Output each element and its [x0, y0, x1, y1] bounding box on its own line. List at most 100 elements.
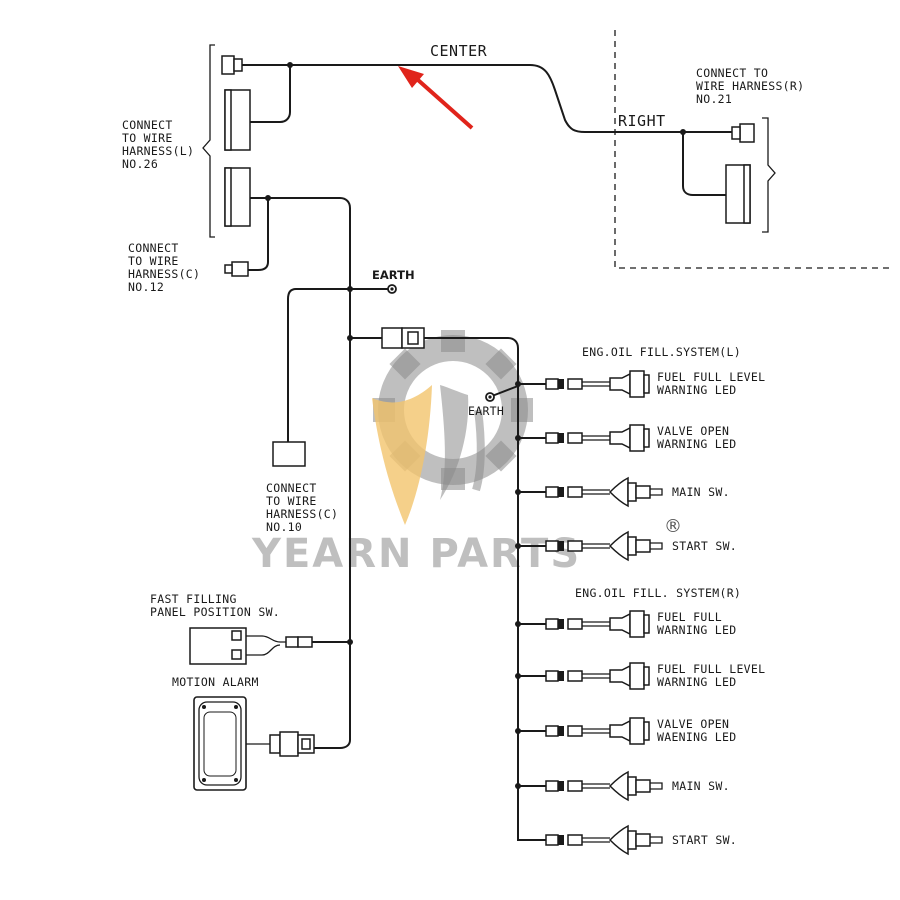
motion-alarm-section: MOTION ALARM	[172, 675, 315, 791]
component-label: WARNING LED	[657, 675, 736, 689]
component-label: MAIN SW.	[672, 485, 730, 499]
switch-housing	[608, 530, 629, 562]
component-label: START SW.	[672, 539, 737, 553]
plug-female	[567, 618, 583, 630]
connector-fast-filling	[297, 636, 313, 648]
label-c10-4: NO.10	[266, 520, 302, 534]
plug-male	[545, 834, 559, 846]
component-label: WARNING LED	[657, 383, 736, 397]
connector-r-top	[739, 123, 755, 143]
toggle-switch-icon	[635, 539, 651, 553]
label-c12-2: TO WIRE	[128, 254, 179, 268]
connector-c12	[231, 261, 249, 277]
right-harness: RIGHT CONNECT TO WIRE HARNESS(R) NO.21	[614, 30, 893, 269]
label-right: RIGHT	[618, 112, 666, 130]
plug-male	[545, 432, 559, 444]
label-fast-filling-1: FAST FILLING	[150, 592, 237, 606]
center-harness: CENTER CONNECT TO WIRE HARNESS(L) NO.26 …	[122, 42, 740, 749]
component-label: FUEL FULL LEVEL	[657, 662, 765, 676]
component-label: WAENING LED	[657, 730, 736, 744]
switch-housing	[608, 770, 629, 802]
plug-female	[567, 378, 583, 390]
component-label: WARNING LED	[657, 623, 736, 637]
label-harness-r-1: CONNECT TO	[696, 66, 768, 80]
label-harness-r-2: WIRE HARNESS(R)	[696, 79, 804, 93]
component-row-l-2: MAIN SW.	[515, 476, 730, 508]
label-c10-3: HARNESS(C)	[266, 507, 338, 521]
component-label: WARNING LED	[657, 437, 736, 451]
watermark-logo: YEARN PARTS ®	[251, 330, 682, 577]
watermark-text: YEARN PARTS	[251, 531, 581, 577]
plug-male	[545, 670, 559, 682]
warning-led-icon	[629, 662, 645, 690]
led-housing	[609, 372, 631, 396]
earth-section: EARTH CONNECT TO WIRE HARNESS(C) NO.10	[266, 268, 415, 534]
plug-male	[545, 486, 559, 498]
plug-male	[545, 618, 559, 630]
plug-female	[567, 670, 583, 682]
connector-top	[221, 55, 235, 75]
label-c10-1: CONNECT	[266, 481, 317, 495]
fast-filling-section: FAST FILLING PANEL POSITION SW.	[150, 592, 353, 665]
label-c12-4: NO.12	[128, 280, 164, 294]
label-harness-l-2: TO WIRE	[122, 131, 173, 145]
component-label: MAIN SW.	[672, 779, 730, 793]
led-housing	[609, 426, 631, 450]
connector-c10	[272, 441, 306, 467]
label-system-r: ENG.OIL FILL. SYSTEM(R)	[575, 586, 741, 600]
component-label: FUEL FULL LEVEL	[657, 370, 765, 384]
toggle-switch-icon	[635, 485, 651, 499]
label-fast-filling-2: PANEL POSITION SW.	[150, 605, 280, 619]
warning-led-icon	[629, 610, 645, 638]
led-housing	[609, 612, 631, 636]
component-row-r-3: MAIN SW.	[515, 770, 730, 802]
plug-male	[545, 725, 559, 737]
component-row-l-3: START SW.	[515, 530, 737, 562]
plug-male	[545, 780, 559, 792]
switch-housing	[608, 476, 629, 508]
plug-female	[567, 834, 583, 846]
label-harness-l-3: HARNESS(L)	[122, 144, 194, 158]
bracket-harness-r	[762, 117, 776, 233]
plug-female	[567, 432, 583, 444]
plug-male	[545, 378, 559, 390]
component-label: VALVE OPEN	[657, 424, 729, 438]
registered-mark: ®	[664, 516, 682, 537]
label-harness-r-3: NO.21	[696, 92, 732, 106]
plug-female	[567, 486, 583, 498]
main-bus: EARTH ENG.OIL FILL.SYSTEM(L) ENG.OIL FIL…	[347, 327, 741, 841]
component-label: FUEL FULL	[657, 610, 722, 624]
label-center: CENTER	[430, 42, 488, 60]
label-c10-2: TO WIRE	[266, 494, 317, 508]
wire-center	[242, 64, 740, 133]
leaf-icon	[372, 385, 485, 525]
toggle-switch-icon	[635, 833, 651, 847]
switch-housing	[608, 824, 629, 856]
warning-led-icon	[629, 717, 645, 745]
bracket-harness-l	[202, 44, 215, 238]
component-label: VALVE OPEN	[657, 717, 729, 731]
warning-led-icon	[629, 424, 645, 452]
label-earth-mid: EARTH	[468, 404, 504, 418]
label-earth-top: EARTH	[372, 268, 415, 282]
label-c12-3: HARNESS(C)	[128, 267, 200, 281]
led-housing	[609, 664, 631, 688]
wire-main-left	[250, 197, 351, 749]
led-housing	[609, 719, 631, 743]
main-connector-a	[381, 327, 403, 349]
label-motion-alarm: MOTION ALARM	[172, 675, 259, 689]
plug-female	[567, 725, 583, 737]
component-row-r-4: START SW.	[518, 824, 737, 856]
connector-motion-alarm-a	[279, 731, 299, 757]
warning-led-icon	[629, 370, 645, 398]
component-label: START SW.	[672, 833, 737, 847]
dashed-boundary	[614, 30, 893, 269]
wire-bus-vertical	[424, 337, 545, 841]
toggle-switch-icon	[635, 779, 651, 793]
